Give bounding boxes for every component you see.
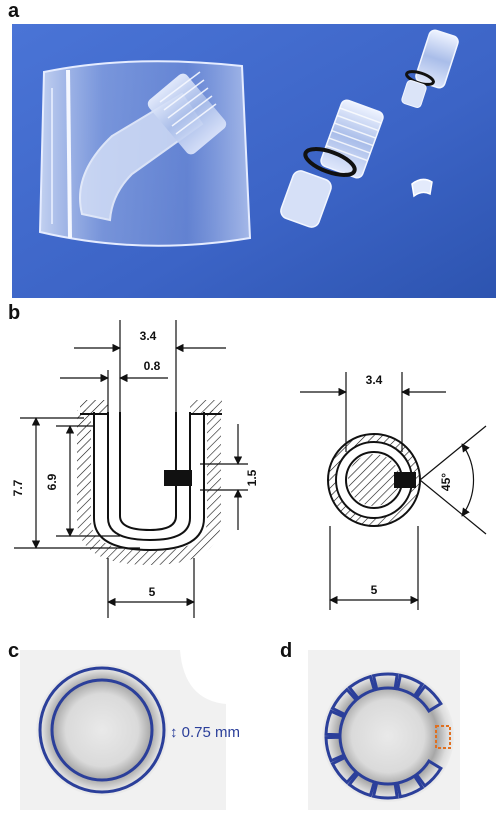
dim-inner-height: 6.9 <box>45 473 59 490</box>
ring-segment <box>347 674 377 701</box>
dim-slot-width: 0.8 <box>144 359 161 373</box>
panel-cd: ↕ 0.75 mm <box>0 640 496 820</box>
threaded-connector <box>280 99 384 228</box>
ring-images <box>20 650 460 810</box>
ring-segment <box>414 684 443 713</box>
ring-segment <box>371 672 399 692</box>
dim-outer-height: 7.7 <box>11 479 25 496</box>
small-fragment <box>411 178 433 198</box>
ring-section-view <box>327 433 421 527</box>
ring-segment <box>324 709 346 737</box>
ring-segments <box>324 672 443 800</box>
dim-ring-outer: 5 <box>371 583 378 597</box>
ring-segment <box>414 759 443 788</box>
panel-label-b: b <box>8 302 21 324</box>
scale-arrow-icon: ↕ <box>170 724 178 741</box>
dim-notch-height: 1.5 <box>245 469 259 486</box>
ring-outer-outline <box>38 666 166 794</box>
ring-section-dimensions <box>300 372 487 610</box>
technical-drawing: 3.4 0.8 7.7 6.9 1.5 5 3.4 5 45° <box>11 320 487 618</box>
ring-segment <box>395 673 425 699</box>
dim-top-width: 3.4 <box>140 329 157 343</box>
acrylic-cylinder <box>38 60 252 247</box>
dim-ring-inner: 3.4 <box>366 373 383 387</box>
dim-angle: 45° <box>439 473 453 491</box>
panel-d-blurred-ring <box>322 670 454 802</box>
panel-label-a: a <box>8 0 20 22</box>
scale-label-text: 0.75 mm <box>181 724 241 741</box>
panel-label-c: c <box>8 640 20 662</box>
small-plug <box>401 29 459 108</box>
u-section-view <box>77 400 222 566</box>
ring-segment <box>330 687 359 717</box>
dim-bottom-width: 5 <box>149 585 156 599</box>
panel-label-d: d <box>280 640 293 662</box>
scale-bar: ↕ 0.75 mm <box>170 724 240 741</box>
ring-segment <box>371 780 399 800</box>
highlight-region <box>435 725 451 749</box>
ring-segment <box>395 773 425 799</box>
photo-phantom-parts <box>12 24 496 298</box>
ring-segment <box>330 755 359 785</box>
ring-inner-outline <box>50 678 154 782</box>
panel-c-blurred-ring <box>36 664 168 796</box>
ring-segment <box>324 735 346 763</box>
ring-segment <box>347 771 377 798</box>
u-section-dimensions <box>14 320 248 618</box>
